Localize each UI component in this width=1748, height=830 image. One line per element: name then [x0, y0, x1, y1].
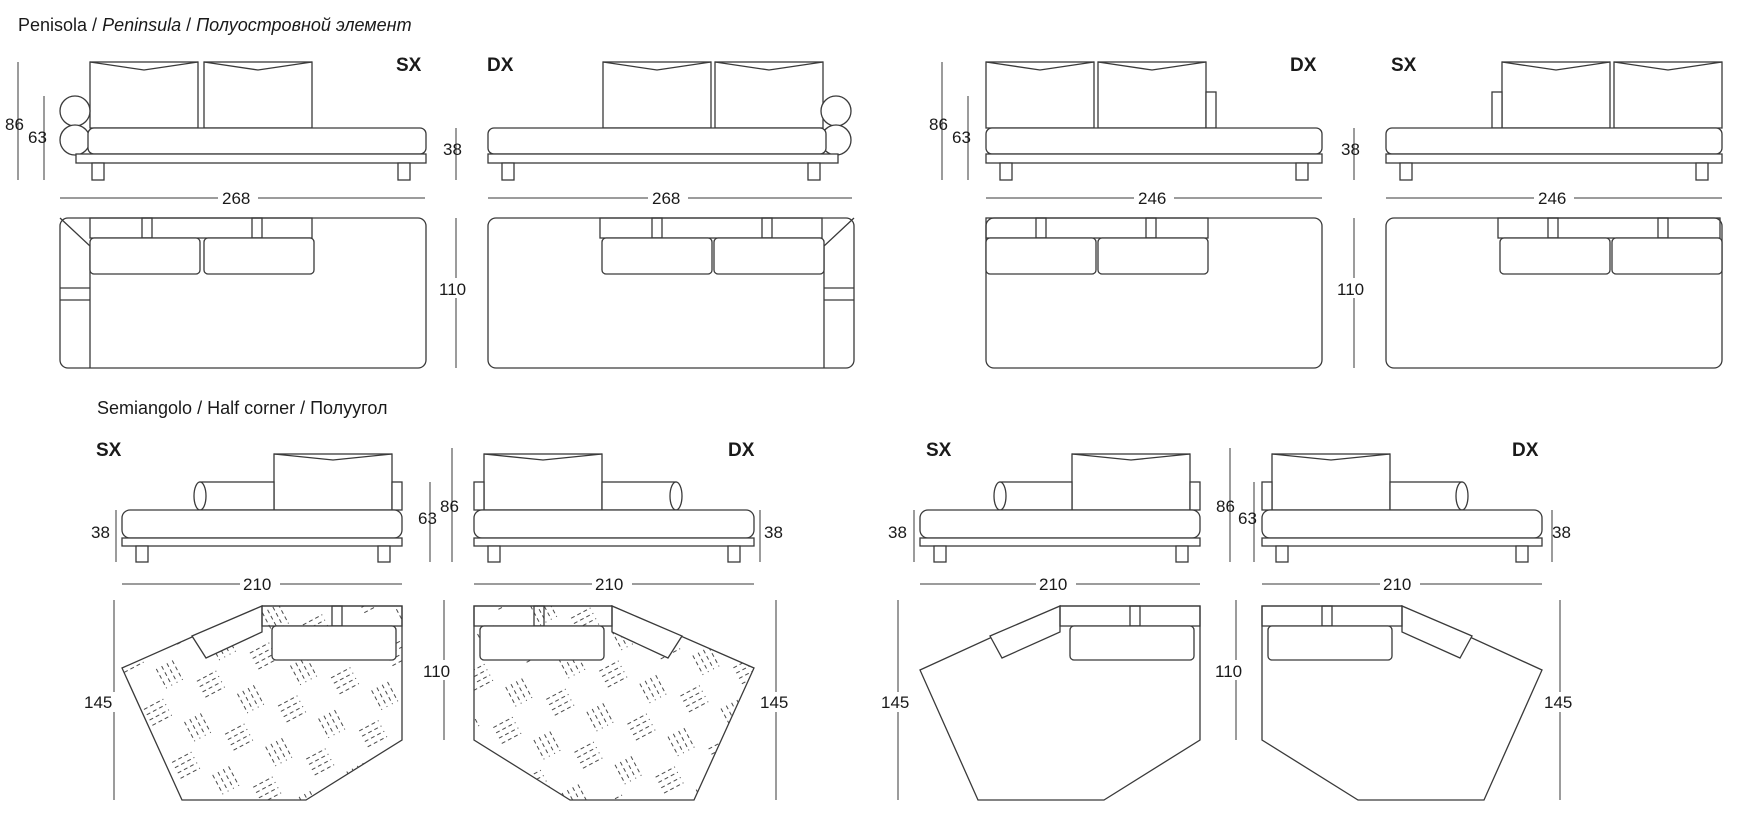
- side-label-sx: SX: [1391, 55, 1417, 76]
- dim-height-38: 38: [1551, 510, 1571, 562]
- dim-depth-145: 145: [1542, 600, 1578, 800]
- dim-height-86: 86: [5, 62, 24, 180]
- svg-text:86: 86: [5, 115, 24, 134]
- svg-text:86: 86: [1216, 497, 1235, 516]
- dim-height-38: 38: [1341, 128, 1360, 180]
- svg-text:268: 268: [222, 189, 250, 208]
- half-corner-dx-plain-front-view: [1261, 453, 1543, 563]
- svg-text:38: 38: [1341, 140, 1360, 159]
- svg-text:86: 86: [929, 115, 948, 134]
- dim-depth-110: 110: [1214, 600, 1250, 740]
- svg-text:246: 246: [1538, 189, 1566, 208]
- dim-depth-145: 145: [758, 600, 794, 800]
- svg-text:145: 145: [1544, 693, 1572, 712]
- svg-text:63: 63: [1238, 509, 1257, 528]
- dim-height-63: 63: [418, 482, 437, 562]
- dim-height-63: 63: [1238, 482, 1257, 562]
- dim-width-268: 268: [60, 188, 425, 208]
- dim-width-210: 210: [920, 574, 1200, 594]
- half-corner-sx-plain-front-view: [919, 453, 1201, 563]
- svg-text:63: 63: [418, 509, 437, 528]
- peninsula-268-sx-top-view: [59, 217, 427, 369]
- svg-text:110: 110: [1337, 280, 1364, 299]
- dim-width-246: 246: [1386, 188, 1722, 208]
- side-label-sx: SX: [96, 440, 122, 461]
- peninsula-246-sx-top-view: [1385, 217, 1723, 369]
- half-corner-title: Semiangolo / Half corner / Полуугол: [97, 398, 387, 418]
- svg-text:110: 110: [423, 662, 450, 681]
- side-label-dx: DX: [487, 55, 514, 76]
- svg-text:38: 38: [888, 523, 907, 542]
- svg-text:38: 38: [764, 523, 783, 542]
- svg-text:210: 210: [1383, 575, 1411, 594]
- dim-height-38: 38: [759, 510, 783, 562]
- half-corner-sx-front-view: [121, 453, 403, 563]
- dim-depth-145: 145: [880, 600, 916, 800]
- peninsula-268-sx-front-view: [59, 61, 427, 181]
- half-corner-dx-plain-top-view: [1261, 605, 1543, 801]
- side-label-dx: DX: [1512, 440, 1539, 461]
- side-label-dx: DX: [728, 440, 755, 461]
- svg-text:63: 63: [952, 128, 971, 147]
- svg-text:268: 268: [652, 189, 680, 208]
- svg-text:210: 210: [1039, 575, 1067, 594]
- peninsula-246-dx-top-view: [985, 217, 1323, 369]
- dim-height-38: 38: [888, 510, 915, 562]
- dim-width-246: 246: [986, 188, 1322, 208]
- half-corner-dx-top-view: [473, 605, 755, 801]
- dim-width-210: 210: [122, 574, 402, 594]
- dim-depth-145: 145: [84, 600, 120, 800]
- svg-text:110: 110: [1215, 662, 1242, 681]
- svg-text:145: 145: [881, 693, 909, 712]
- peninsula-268-dx-top-view: [487, 217, 855, 369]
- dim-depth-110: 110: [422, 600, 458, 740]
- dim-height-38: 38: [443, 128, 462, 180]
- dim-height-86: 86: [929, 62, 948, 180]
- dim-height-38: 38: [91, 510, 117, 562]
- svg-text:110: 110: [439, 280, 466, 299]
- svg-text:38: 38: [91, 523, 110, 542]
- dim-width-210: 210: [1262, 574, 1542, 594]
- svg-text:246: 246: [1138, 189, 1166, 208]
- side-label-dx: DX: [1290, 55, 1317, 76]
- side-label-sx: SX: [396, 55, 422, 76]
- svg-text:38: 38: [1552, 523, 1571, 542]
- dim-depth-110: 110: [1336, 218, 1372, 368]
- peninsula-268-dx-front-view: [487, 61, 852, 181]
- svg-text:86: 86: [440, 497, 459, 516]
- half-corner-sx-top-view: [121, 605, 403, 801]
- dim-height-63: 63: [952, 96, 971, 180]
- peninsula-title: Penisola / Peninsula / Полуостровной эле…: [18, 15, 412, 35]
- svg-text:210: 210: [243, 575, 271, 594]
- svg-text:63: 63: [28, 128, 47, 147]
- dim-depth-110: 110: [438, 218, 474, 368]
- dim-height-86: 86: [440, 448, 459, 562]
- half-corner-sx-plain-top-view: [919, 605, 1201, 801]
- peninsula-246-sx-front-view: [1385, 61, 1723, 181]
- svg-text:210: 210: [595, 575, 623, 594]
- peninsula-246-dx-front-view: [985, 61, 1323, 181]
- half-corner-dx-front-view: [473, 453, 755, 563]
- side-label-sx: SX: [926, 440, 952, 461]
- svg-text:145: 145: [84, 693, 112, 712]
- dim-width-268: 268: [488, 188, 852, 208]
- dim-width-210: 210: [474, 574, 754, 594]
- svg-text:38: 38: [443, 140, 462, 159]
- dim-height-63: 63: [28, 96, 47, 180]
- svg-text:145: 145: [760, 693, 788, 712]
- dim-height-86: 86: [1216, 448, 1235, 562]
